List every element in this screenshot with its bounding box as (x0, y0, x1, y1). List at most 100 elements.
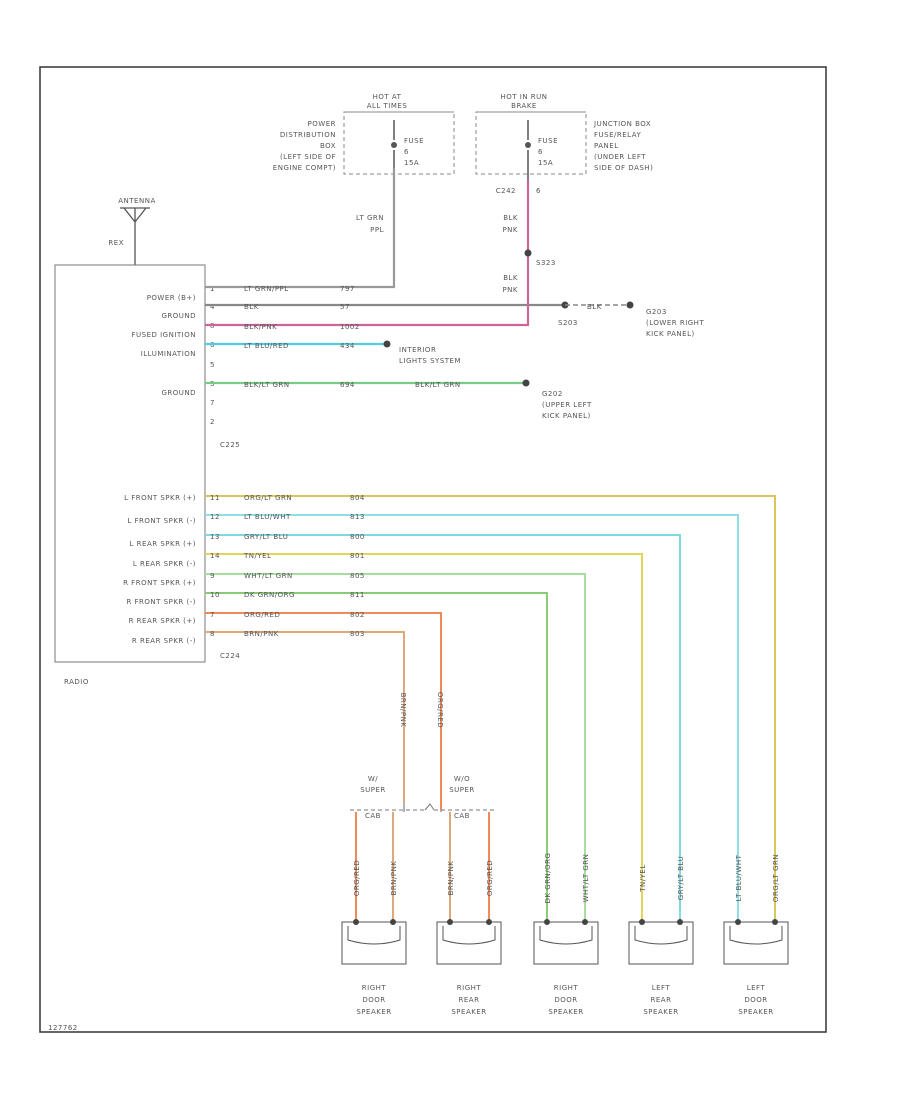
wire-label-illumination: LT BLU/RED (244, 342, 289, 350)
circuit-label-illumination: 434 (340, 342, 355, 350)
pin-number: 1 (210, 285, 215, 293)
fuse1-title-line2: ALL TIMES (367, 102, 408, 110)
pin-number: 8 (210, 630, 215, 638)
pin-name-rrear-neg: R REAR SPKR (-) (132, 637, 196, 645)
speaker-left-rear: TN/YEL GRY/LT BLU LEFT REAR SPEAKER (628, 840, 694, 1016)
pin-number: 13 (210, 533, 220, 541)
speaker-body (436, 921, 502, 965)
speaker-wire-label: DK GRN/ORG (544, 853, 552, 904)
wire-label: BRN/PNK (244, 630, 279, 638)
speaker-cone-icon (729, 926, 783, 945)
antenna-icon (120, 207, 150, 265)
splice-s323 (524, 249, 532, 257)
fuse1-fuse-label: FUSE (404, 137, 424, 145)
wire-lfront-pos (205, 495, 776, 840)
speaker-pin-labels: L FRONT SPKR (+) L FRONT SPKR (-) L REAR… (123, 494, 196, 645)
antenna: ANTENNA REX (108, 197, 155, 265)
speaker-name-2: DOOR (744, 996, 767, 1004)
wire-lrear-pos (205, 534, 681, 840)
speaker-name-3: SPEAKER (451, 1008, 486, 1016)
speaker-name-2: DOOR (554, 996, 577, 1004)
radio-label: RADIO (64, 678, 89, 686)
fuse2-title-line2: BRAKE (511, 102, 537, 110)
circuit-label: 800 (350, 533, 365, 541)
diagram-code: 127762 (48, 1024, 78, 1032)
wire-label: TN/YEL (243, 552, 271, 560)
fuse-block-junction-box: HOT IN RUN BRAKE JUNCTION BOX FUSE/RELAY… (475, 93, 653, 195)
wire-lfront-neg (205, 514, 739, 840)
speaker-name-3: SPEAKER (548, 1008, 583, 1016)
wire-rfront-pos (205, 573, 586, 840)
speaker-right-door-1: ORG/RED BRN/PNK RIGHT DOOR SPEAKER (341, 840, 407, 1016)
pin-name-power: POWER (B+) (147, 294, 196, 302)
g203-label-3: KICK PANEL) (646, 330, 695, 338)
fuse1-fuse-number: 6 (404, 148, 409, 156)
wire-label-fused-ignition: BLK/PNK (244, 323, 277, 331)
wire-label-s323-down-2: PNK (502, 286, 518, 294)
pin-number: 10 (210, 591, 220, 599)
speaker-left-door: LT BLU/WHT ORG/LT GRN LEFT DOOR SPEAKER (723, 840, 789, 1016)
fuse1-source-line3: BOX (320, 142, 336, 150)
fuse2-connector-label: C242 (496, 187, 516, 195)
wire-label: LT BLU/WHT (244, 513, 291, 521)
speaker-wire-label: ORG/LT GRN (772, 854, 780, 902)
g202-label-2: (UPPER LEFT (542, 401, 592, 409)
speaker-wire-label: ORG/RED (486, 860, 494, 896)
fuse1-box (343, 111, 455, 175)
fuse1-source-line1: POWER (308, 120, 336, 128)
pin-number: 9 (210, 572, 215, 580)
speaker-wire-label: BRN/PNK (447, 861, 455, 896)
speaker-cone-icon (442, 926, 496, 945)
wire-label-ground2-right: BLK/LT GRN (415, 381, 461, 389)
speaker-name-2: REAR (459, 996, 480, 1004)
wire-label: GRY/LT BLU (244, 533, 288, 541)
circuit-label: 804 (350, 494, 365, 502)
circuit-label-ground2: 694 (340, 381, 355, 389)
fuse1-fuse-rating: 15A (404, 159, 419, 167)
speaker-name-2: REAR (651, 996, 672, 1004)
fuse2-box (475, 111, 587, 175)
fuse1-source-line2: DISTRIBUTION (280, 131, 336, 139)
circuit-label: 811 (350, 591, 365, 599)
fuse2-connector-pin: 6 (536, 187, 541, 195)
ground-g202 (522, 379, 530, 387)
fuse2-fuse-number: 6 (538, 148, 543, 156)
diagram-frame (39, 66, 827, 1033)
speaker-name-1: RIGHT (362, 984, 387, 992)
fuse2-title-line1: HOT IN RUN (500, 93, 547, 101)
speaker-right-rear: BRN/PNK ORG/RED RIGHT REAR SPEAKER (436, 840, 502, 1016)
vertical-wire-label-brn-pnk: BRN/PNK (399, 693, 407, 728)
pin-number: 5 (210, 361, 215, 369)
pin-name-fused-ignition: FUSED IGNITION (131, 331, 196, 339)
pin-name-rfront-neg: R FRONT SPKR (-) (126, 598, 196, 606)
speaker-wire-label: WHT/LT GRN (582, 854, 590, 903)
radio-body (54, 264, 206, 663)
circuit-label-power: 797 (340, 285, 355, 293)
g202-label-1: G202 (542, 390, 563, 398)
speaker-name-3: SPEAKER (643, 1008, 678, 1016)
variant-right-line1: W/O (454, 775, 470, 783)
variant-left-line1: W/ (368, 775, 378, 783)
wire-lrear-neg (205, 553, 643, 840)
pin-name-lfront-pos: L FRONT SPKR (+) (124, 494, 196, 502)
variant-tick (424, 803, 435, 811)
pin-number: 4 (210, 303, 215, 311)
pin-number: 2 (210, 418, 215, 426)
speaker-name-1: LEFT (747, 984, 766, 992)
wire-label-s323-down-1: BLK (503, 274, 518, 282)
circuit-label: 802 (350, 611, 365, 619)
variant-bus-a (403, 803, 442, 812)
speaker-wire-label: BRN/PNK (390, 861, 398, 896)
speaker-body (341, 921, 407, 965)
pin-number: 7 (210, 399, 215, 407)
radio-connector-lower: C224 (220, 652, 240, 660)
wire-label-fuse1-down-2: PPL (370, 226, 384, 234)
pin-number: 14 (210, 552, 220, 560)
fuse2-source-line3: PANEL (594, 142, 619, 150)
variant-left-line2: SUPER (360, 786, 386, 794)
wire-rrear-neg (205, 631, 405, 803)
wire-label-power: LT GRN/PPL (244, 285, 289, 293)
pin-name-rrear-pos: R REAR SPKR (+) (129, 617, 196, 625)
wire-label: ORG/RED (244, 611, 280, 619)
